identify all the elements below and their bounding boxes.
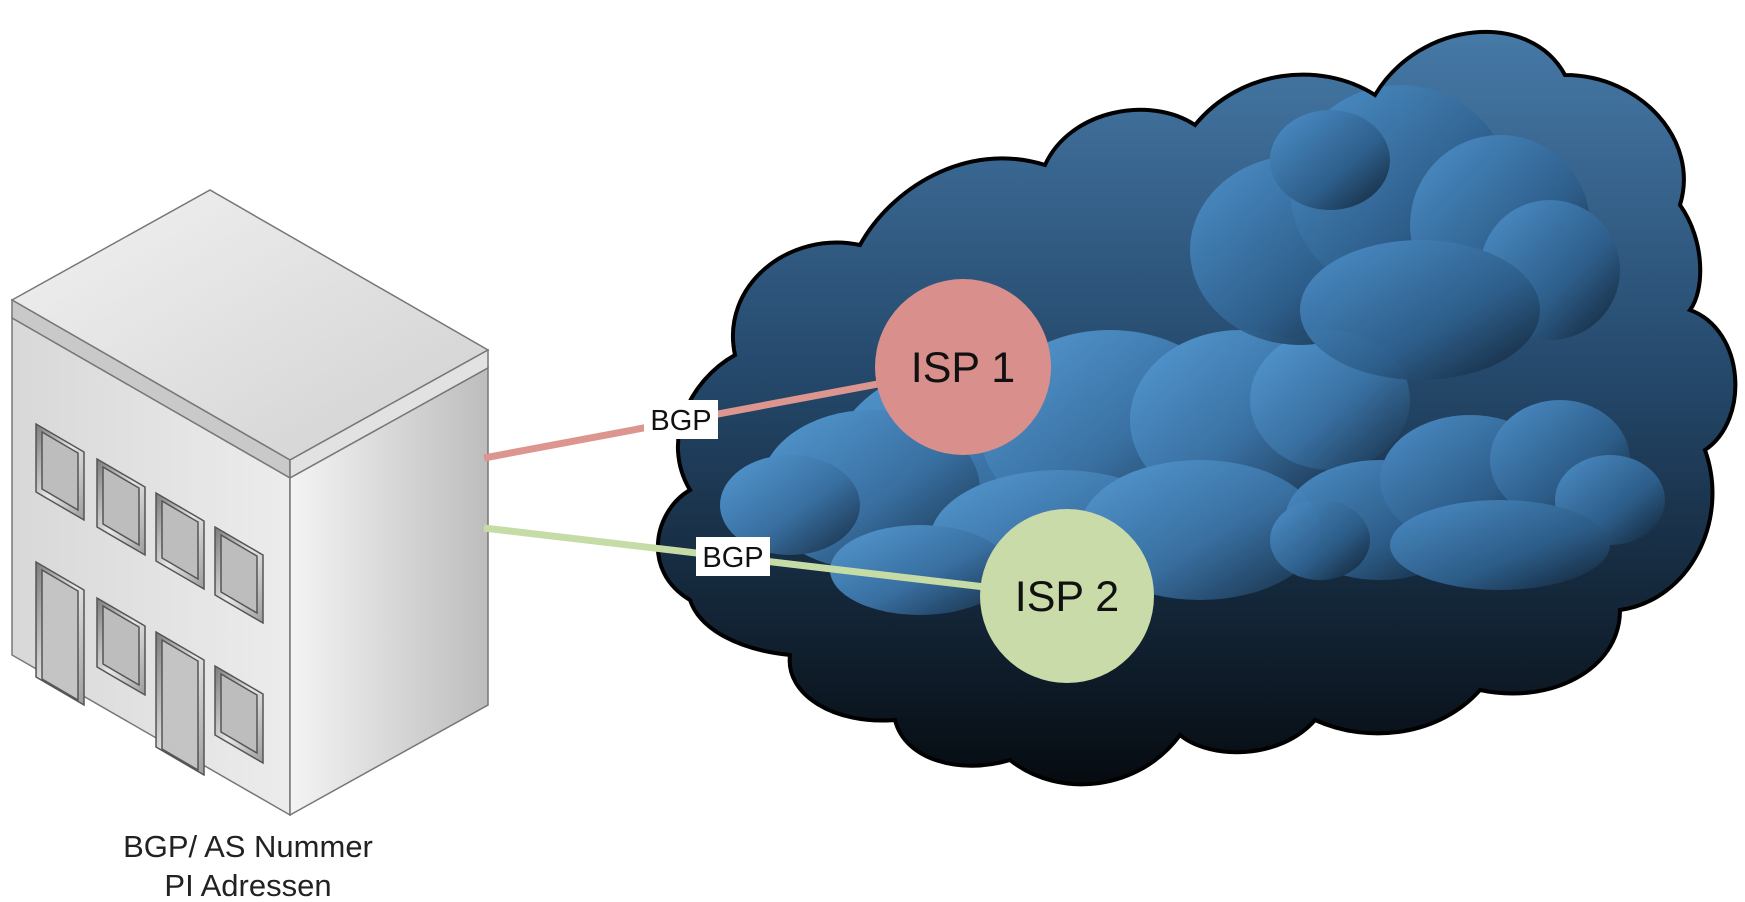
bgp-label-1: BGP bbox=[650, 405, 711, 437]
internet-cloud-icon bbox=[655, 30, 1738, 787]
building-side-face bbox=[289, 366, 489, 817]
isp2-circle bbox=[980, 509, 1154, 683]
bgp-label-box-2 bbox=[696, 537, 770, 576]
office-building-icon bbox=[10, 189, 490, 817]
bgp-label-2: BGP bbox=[702, 542, 763, 574]
cloud-outline bbox=[655, 30, 1738, 787]
isp1-label: ISP 1 bbox=[911, 344, 1015, 392]
link-isp1: BGP bbox=[483, 379, 884, 462]
link-isp2: BGP bbox=[483, 524, 986, 591]
building-doors bbox=[35, 560, 264, 777]
isp-node-1: ISP 1 bbox=[875, 279, 1051, 455]
bgp-label-box-1 bbox=[644, 400, 718, 439]
building-caption-line2: PI Adressen bbox=[164, 868, 331, 902]
isp-node-2: ISP 2 bbox=[980, 509, 1154, 683]
building-windows bbox=[35, 422, 264, 625]
cloud-puffs bbox=[720, 85, 1665, 615]
building-caption-line1: BGP/ AS Nummer bbox=[123, 829, 373, 864]
isp1-circle bbox=[875, 279, 1051, 455]
isp2-label: ISP 2 bbox=[1015, 573, 1119, 621]
